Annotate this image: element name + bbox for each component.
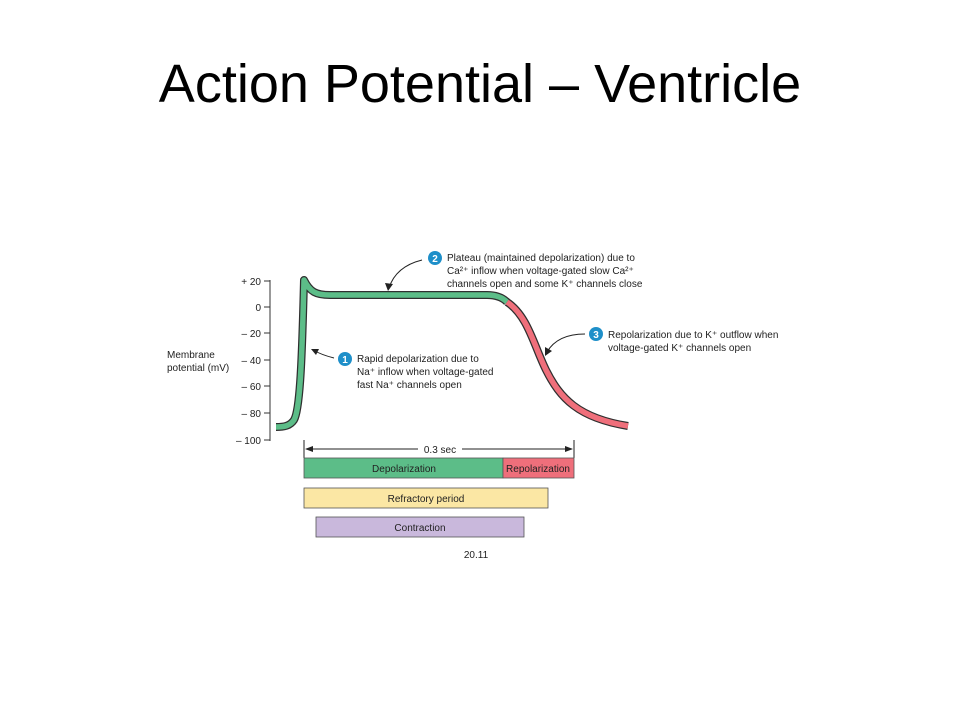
y-axis-label-line1: Membrane bbox=[167, 350, 215, 361]
annotation-2-line1: Plateau (maintained depolarization) due … bbox=[447, 253, 635, 264]
contraction-bar-label: Contraction bbox=[394, 523, 445, 534]
callout-badge-1: 1 bbox=[338, 352, 352, 366]
arrow-3 bbox=[545, 333, 586, 356]
tick-label-minus60: – 60 bbox=[242, 382, 262, 393]
duration-label: 0.3 sec bbox=[424, 445, 456, 456]
tick-label-minus80: – 80 bbox=[242, 409, 262, 420]
annotation-1-line1: Rapid depolarization due to bbox=[357, 354, 479, 365]
repolarization-bar bbox=[502, 457, 575, 479]
contraction-bar bbox=[315, 516, 525, 538]
refractory-bar bbox=[303, 487, 549, 509]
depolarization-curve-fill bbox=[275, 277, 509, 430]
tick-label-minus20: – 20 bbox=[242, 329, 262, 340]
tick-label-plus20: + 20 bbox=[241, 277, 261, 288]
tick-label-minus40: – 40 bbox=[242, 356, 262, 367]
annotation-3-line1: Repolarization due to K⁺ outflow when bbox=[608, 330, 778, 341]
annotation-3-line2: voltage-gated K⁺ channels open bbox=[608, 343, 751, 354]
svg-text:2: 2 bbox=[432, 254, 438, 265]
repolarization-curve-fill bbox=[505, 299, 629, 429]
annotation-1-line2: Na⁺ inflow when voltage-gated bbox=[357, 367, 493, 378]
depolarization-bar-label: Depolarization bbox=[372, 464, 436, 475]
figure-number: 20.11 bbox=[464, 550, 489, 561]
arrow-1 bbox=[311, 349, 335, 359]
y-axis-ticks bbox=[264, 280, 270, 441]
y-axis-label-line2: potential (mV) bbox=[167, 363, 229, 374]
arrow-2 bbox=[385, 259, 423, 291]
svg-text:1: 1 bbox=[342, 355, 348, 366]
svg-text:3: 3 bbox=[593, 330, 599, 341]
duration-bracket bbox=[303, 440, 575, 458]
tick-label-minus100: – 100 bbox=[236, 436, 261, 447]
callout-badge-2: 2 bbox=[428, 251, 442, 265]
annotation-2-line2: Ca²⁺ inflow when voltage-gated slow Ca²⁺ bbox=[447, 266, 634, 277]
callout-badge-3: 3 bbox=[589, 327, 603, 341]
annotation-2-line3: channels open and some K⁺ channels close bbox=[447, 279, 643, 290]
tick-label-0: 0 bbox=[255, 303, 261, 314]
refractory-bar-label: Refractory period bbox=[388, 494, 465, 505]
slide-title: Action Potential – Ventricle bbox=[158, 54, 802, 114]
annotation-1-line3: fast Na⁺ channels open bbox=[357, 380, 462, 391]
repolarization-bar-label: Repolarization bbox=[506, 464, 570, 475]
